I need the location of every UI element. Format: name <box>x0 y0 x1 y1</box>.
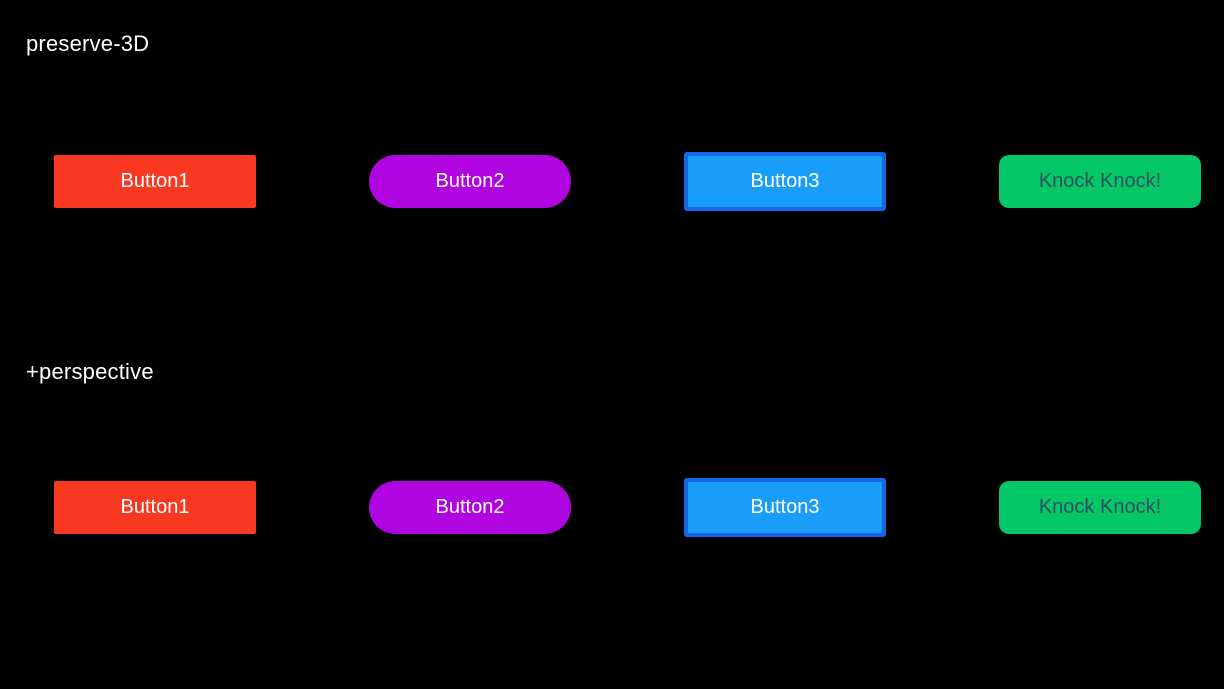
button3-perspective[interactable]: Button3 <box>684 478 886 537</box>
button-row-preserve-3d: Button1 Button2 Button3 Knock Knock! <box>54 152 1201 211</box>
button-row-perspective: Button1 Button2 Button3 Knock Knock! <box>54 478 1201 537</box>
button2-preserve3d[interactable]: Button2 <box>369 155 571 208</box>
button2-perspective[interactable]: Button2 <box>369 481 571 534</box>
button1-perspective[interactable]: Button1 <box>54 481 256 534</box>
section-title-preserve-3d: preserve-3D <box>26 31 150 56</box>
button3-preserve3d[interactable]: Button3 <box>684 152 886 211</box>
button1-preserve3d[interactable]: Button1 <box>54 155 256 208</box>
knock-knock-button-perspective[interactable]: Knock Knock! <box>999 481 1201 534</box>
section-title-perspective: +perspective <box>26 359 154 384</box>
knock-knock-button-preserve3d[interactable]: Knock Knock! <box>999 155 1201 208</box>
